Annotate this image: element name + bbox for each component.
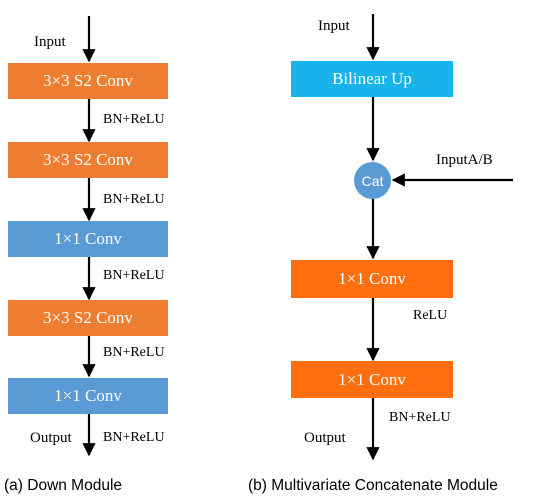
b-caption: (b) Multivariate Concatenate Module xyxy=(248,477,498,494)
b-edge-label-1: ReLU xyxy=(413,308,448,323)
a-output-label: Output xyxy=(30,430,72,446)
a-edge-label-3: BN+ReLU xyxy=(103,268,165,283)
a-block-5: 1×1 Conv xyxy=(8,378,168,414)
concat-node: Cat xyxy=(354,162,391,199)
b-block-1: 1×1 Conv xyxy=(291,260,453,298)
a-edge-label-2: BN+ReLU xyxy=(103,192,165,207)
a-block-1: 3×3 S2 Conv xyxy=(8,63,168,99)
b-bilinear-up-block: Bilinear Up xyxy=(291,61,453,97)
b-block-2: 1×1 Conv xyxy=(291,361,453,398)
b-output-label: Output xyxy=(304,430,346,446)
b-edge-label-2: BN+ReLU xyxy=(389,410,451,425)
a-block-3: 1×1 Conv xyxy=(8,221,168,257)
a-edge-label-5: BN+ReLU xyxy=(103,430,165,445)
a-caption: (a) Down Module xyxy=(4,477,123,494)
a-input-label: Input xyxy=(34,34,66,50)
a-edge-label-1: BN+ReLU xyxy=(103,112,165,127)
a-block-2: 3×3 S2 Conv xyxy=(8,142,168,178)
b-input-label: Input xyxy=(318,18,350,34)
b-side-input-label: InputA/B xyxy=(436,152,493,168)
a-edge-label-4: BN+ReLU xyxy=(103,345,165,360)
a-block-4: 3×3 S2 Conv xyxy=(8,300,168,336)
